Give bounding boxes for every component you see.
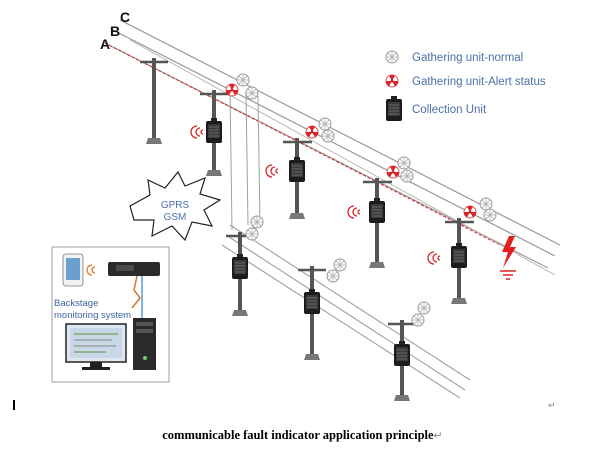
gathering-unit-alert-icon xyxy=(386,165,400,179)
gathering-unit-normal-icon xyxy=(397,156,411,170)
gathering-unit-normal-icon xyxy=(236,73,250,87)
text-cursor xyxy=(13,400,15,410)
gathering-unit-normal-icon xyxy=(321,129,335,143)
legend-label-alert: Gathering unit-Alert status xyxy=(412,76,546,88)
backstage-monitoring-panel: Backstage monitoring system xyxy=(51,246,170,383)
gathering-unit-normal-icon xyxy=(400,169,414,183)
collection-unit-icon xyxy=(205,117,223,144)
collection-unit-icon xyxy=(385,95,403,122)
collection-unit-icon xyxy=(288,156,306,183)
figure-caption: communicable fault indicator application… xyxy=(0,428,605,443)
gprs-gsm-burst: GPRS GSM xyxy=(129,170,222,242)
collection-unit-icon xyxy=(450,242,468,269)
legend: Gathering unit-normal Gathering unit-Ale… xyxy=(385,50,546,122)
gathering-unit-normal-icon xyxy=(250,215,264,229)
gathering-unit-normal-icon xyxy=(245,227,259,241)
wireless-signal-icon xyxy=(265,164,279,178)
legend-label-collection: Collection Unit xyxy=(412,104,487,116)
gathering-unit-normal-icon xyxy=(245,86,259,100)
gathering-unit-normal-icon xyxy=(417,301,431,315)
collection-unit-icon xyxy=(368,197,386,224)
gathering-unit-normal-icon xyxy=(411,313,425,327)
legend-label-normal: Gathering unit-normal xyxy=(412,52,523,64)
gathering-unit-normal-icon xyxy=(385,50,399,64)
fault-lightning-icon xyxy=(500,236,516,280)
lower-power-lines xyxy=(221,89,471,399)
gathering-unit-alert-icon xyxy=(385,74,399,88)
gathering-unit-alert-icon xyxy=(463,205,477,219)
gathering-unit-normal-icon xyxy=(326,269,340,283)
gathering-unit-alert-icon xyxy=(305,125,319,139)
gathering-unit-normal-icon xyxy=(479,197,493,211)
gprs-label: GPRS xyxy=(161,200,190,211)
wireless-signal-icon xyxy=(86,264,96,276)
wireless-signal-icon xyxy=(190,125,204,139)
paragraph-mark: ↵ xyxy=(548,401,556,411)
wireless-signal-icon xyxy=(347,205,361,219)
collection-unit-icon xyxy=(231,253,249,280)
gsm-label: GSM xyxy=(164,212,187,223)
caption-text: communicable fault indicator application… xyxy=(162,428,434,442)
gathering-unit-normal-icon xyxy=(483,208,497,222)
collection-unit-icon xyxy=(393,340,411,367)
collection-units xyxy=(205,117,468,367)
caption-paragraph-mark: ↵ xyxy=(433,430,443,442)
collection-unit-icon xyxy=(303,288,321,315)
wireless-signal-icon xyxy=(427,251,441,265)
phase-label-c: C xyxy=(120,9,130,25)
phase-label-a: A xyxy=(100,36,110,52)
gathering-unit-alert-icon xyxy=(225,83,239,97)
gathering-unit-normal-icon xyxy=(318,117,332,131)
wireless-signals xyxy=(190,125,441,265)
phase-label-b: B xyxy=(110,23,120,39)
backstage-label-line1: Backstage xyxy=(54,298,98,309)
backstage-label-line2: monitoring system xyxy=(54,310,131,321)
gathering-unit-normal-icon xyxy=(333,258,347,272)
